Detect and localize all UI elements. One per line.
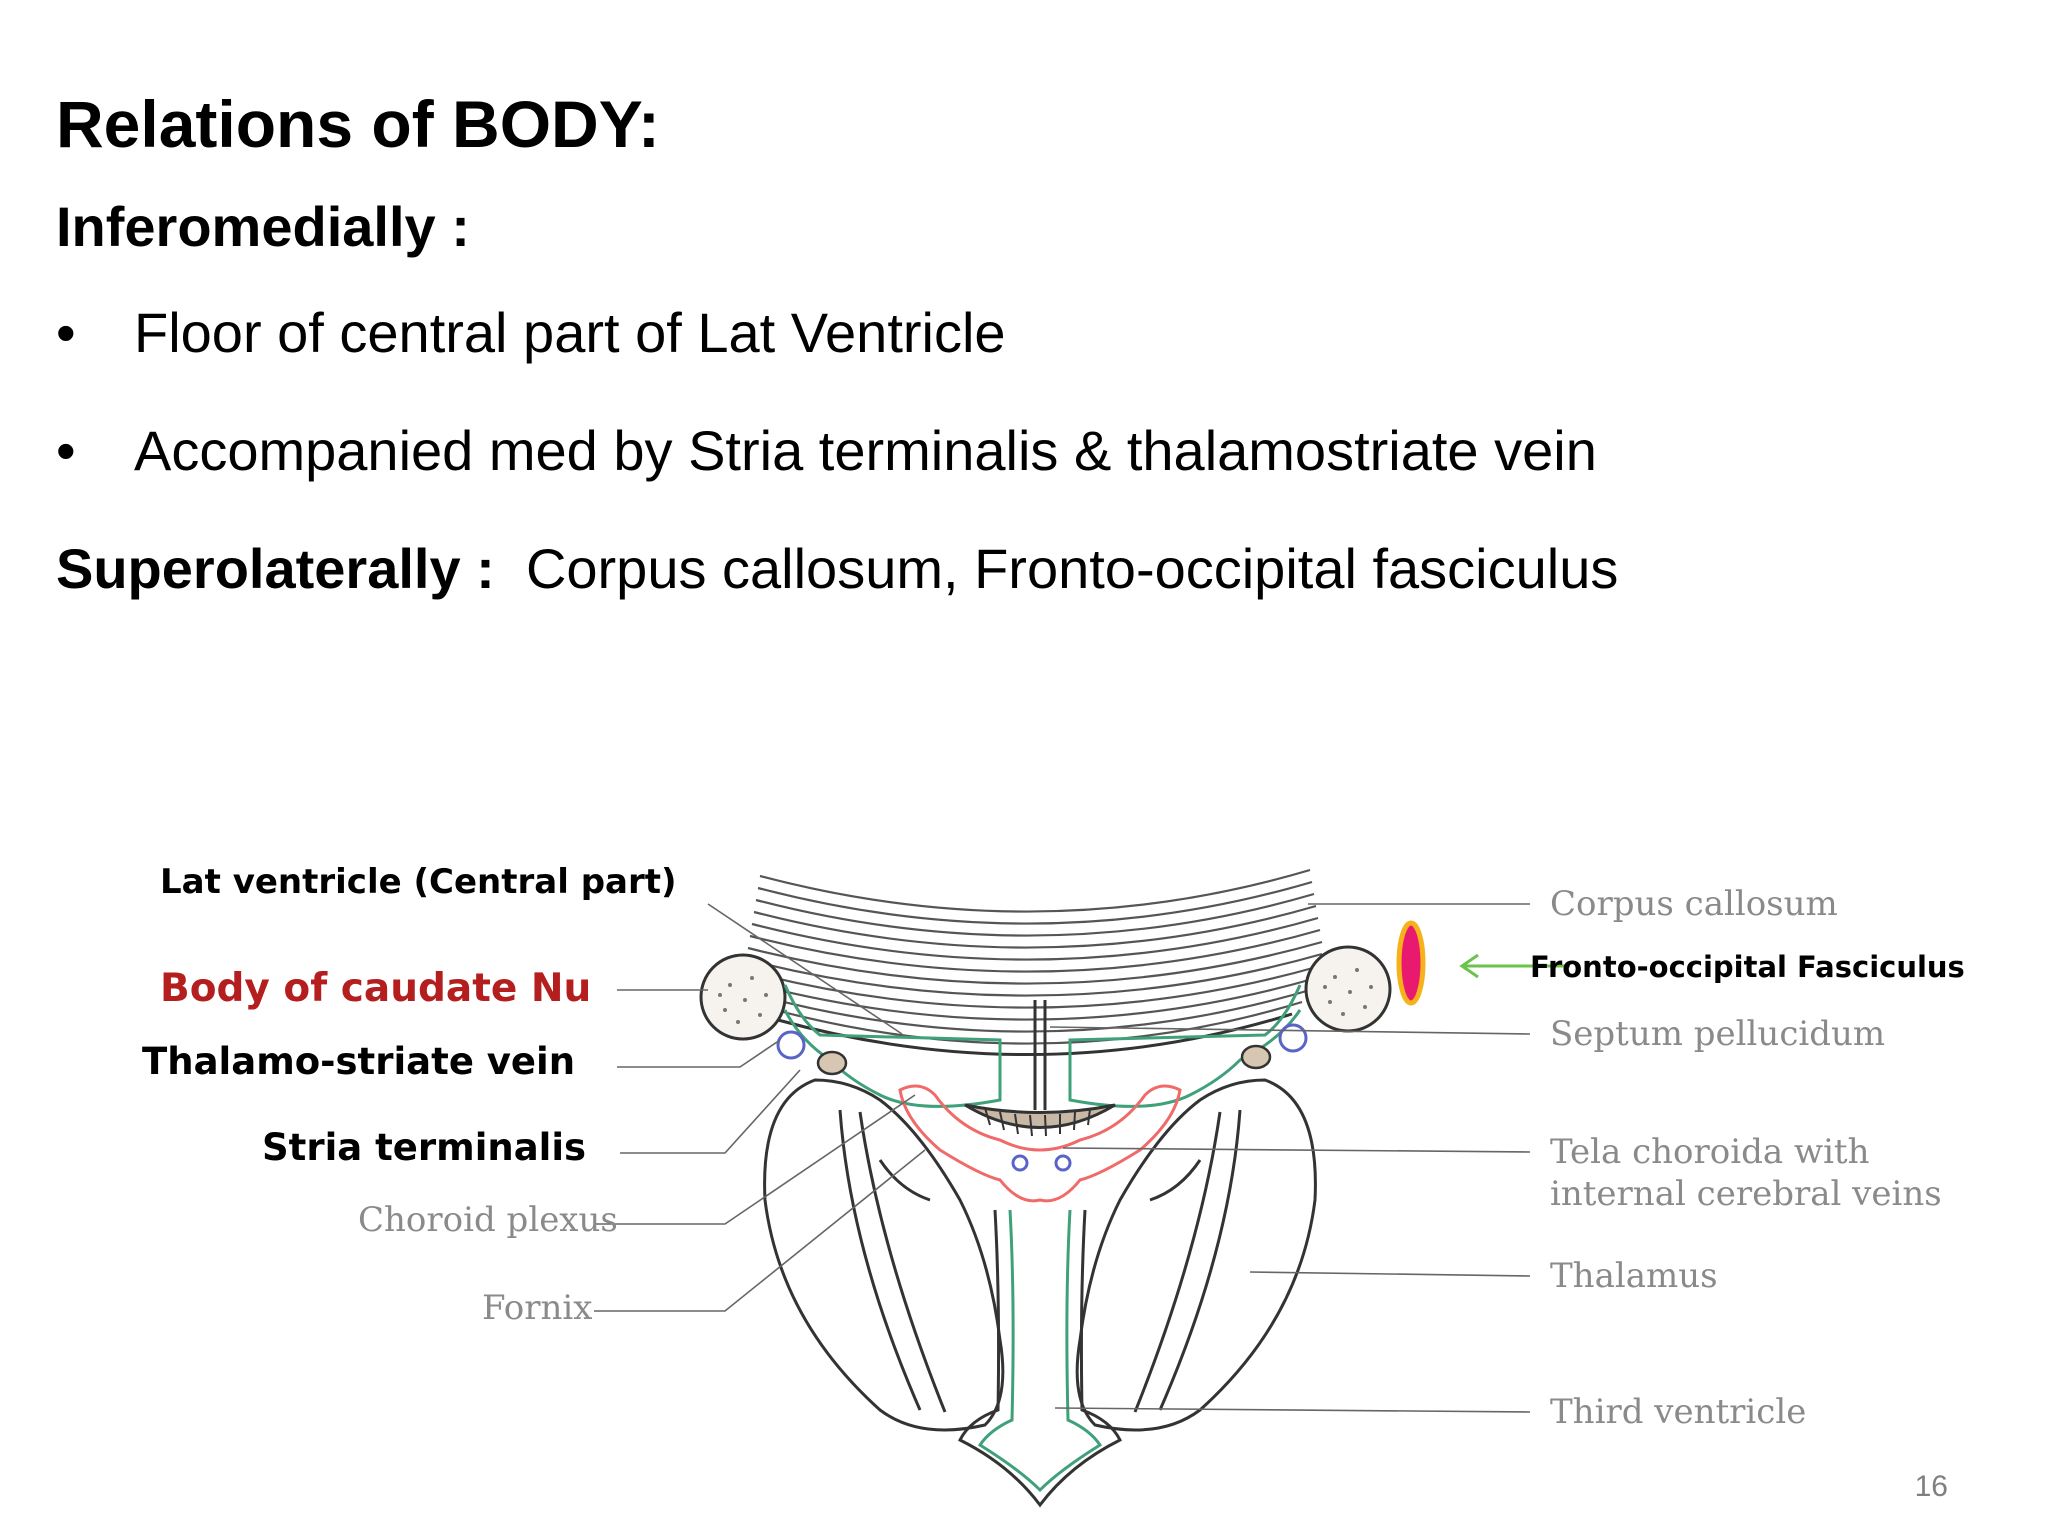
- fornix-drawing: [964, 1103, 1116, 1137]
- bullet-dot: •: [56, 301, 76, 364]
- label-tela-choroida-line1: Tela choroida with: [1550, 1132, 1870, 1172]
- label-lat-ventricle: Lat ventricle (Central part): [160, 862, 677, 902]
- slide-title: Relations of BODY:: [56, 87, 660, 161]
- label-stria-terminalis: Stria terminalis: [262, 1126, 587, 1169]
- tela-choroidea-drawing: [898, 1084, 1182, 1203]
- bullet-item: • Floor of central part of Lat Ventricle: [56, 300, 1006, 365]
- label-corpus-callosum: Corpus callosum: [1550, 884, 1838, 924]
- leader-lines: [594, 903, 1531, 1413]
- superolaterally-label: Superolaterally :: [56, 537, 495, 600]
- label-fronto-occipital-fasciculus: Fronto-occipital Fasciculus: [1530, 950, 1965, 984]
- label-fornix: Fornix: [482, 1288, 593, 1328]
- superolaterally-text: Corpus callosum, Fronto-occipital fascic…: [525, 537, 1619, 600]
- caudate-nucleus-drawing: [699, 945, 1392, 1041]
- thalamus-drawing: [763, 1078, 1317, 1432]
- thalamostriate-vein-drawing: [776, 1023, 1308, 1060]
- label-tela-choroida-line2: internal cerebral veins: [1550, 1174, 1942, 1214]
- label-choroid-plexus: Choroid plexus: [358, 1200, 618, 1240]
- label-thalamus: Thalamus: [1550, 1256, 1718, 1296]
- label-septum-pellucidum: Septum pellucidum: [1550, 1014, 1886, 1054]
- internal-cerebral-veins-drawing: [1011, 1154, 1072, 1172]
- bullet-dot: •: [56, 419, 76, 482]
- arrow-icon: [1459, 953, 1570, 979]
- third-ventricle-drawing: [977, 1209, 1103, 1493]
- stria-terminalis-drawing: [816, 1044, 1272, 1076]
- fronto-occipital-fasciculus-marker: [1396, 920, 1426, 1006]
- superolaterally-line: Superolaterally : Corpus callosum, Front…: [56, 536, 1618, 601]
- label-caudate: Body of caudate Nu: [160, 966, 592, 1011]
- bullet-text: Floor of central part of Lat Ventricle: [134, 301, 1006, 364]
- inferomedially-heading: Inferomedially :: [56, 195, 470, 258]
- page-number: 16: [1914, 1470, 1948, 1503]
- bullet-item: • Accompanied med by Stria terminalis & t…: [56, 418, 1597, 483]
- septum-pellucidum-drawing: [1033, 1000, 1047, 1110]
- label-thalamo-striate-vein: Thalamo-striate vein: [142, 1040, 576, 1083]
- label-third-ventricle: Third ventricle: [1550, 1392, 1807, 1432]
- bullet-text: Accompanied med by Stria terminalis & th…: [134, 419, 1597, 482]
